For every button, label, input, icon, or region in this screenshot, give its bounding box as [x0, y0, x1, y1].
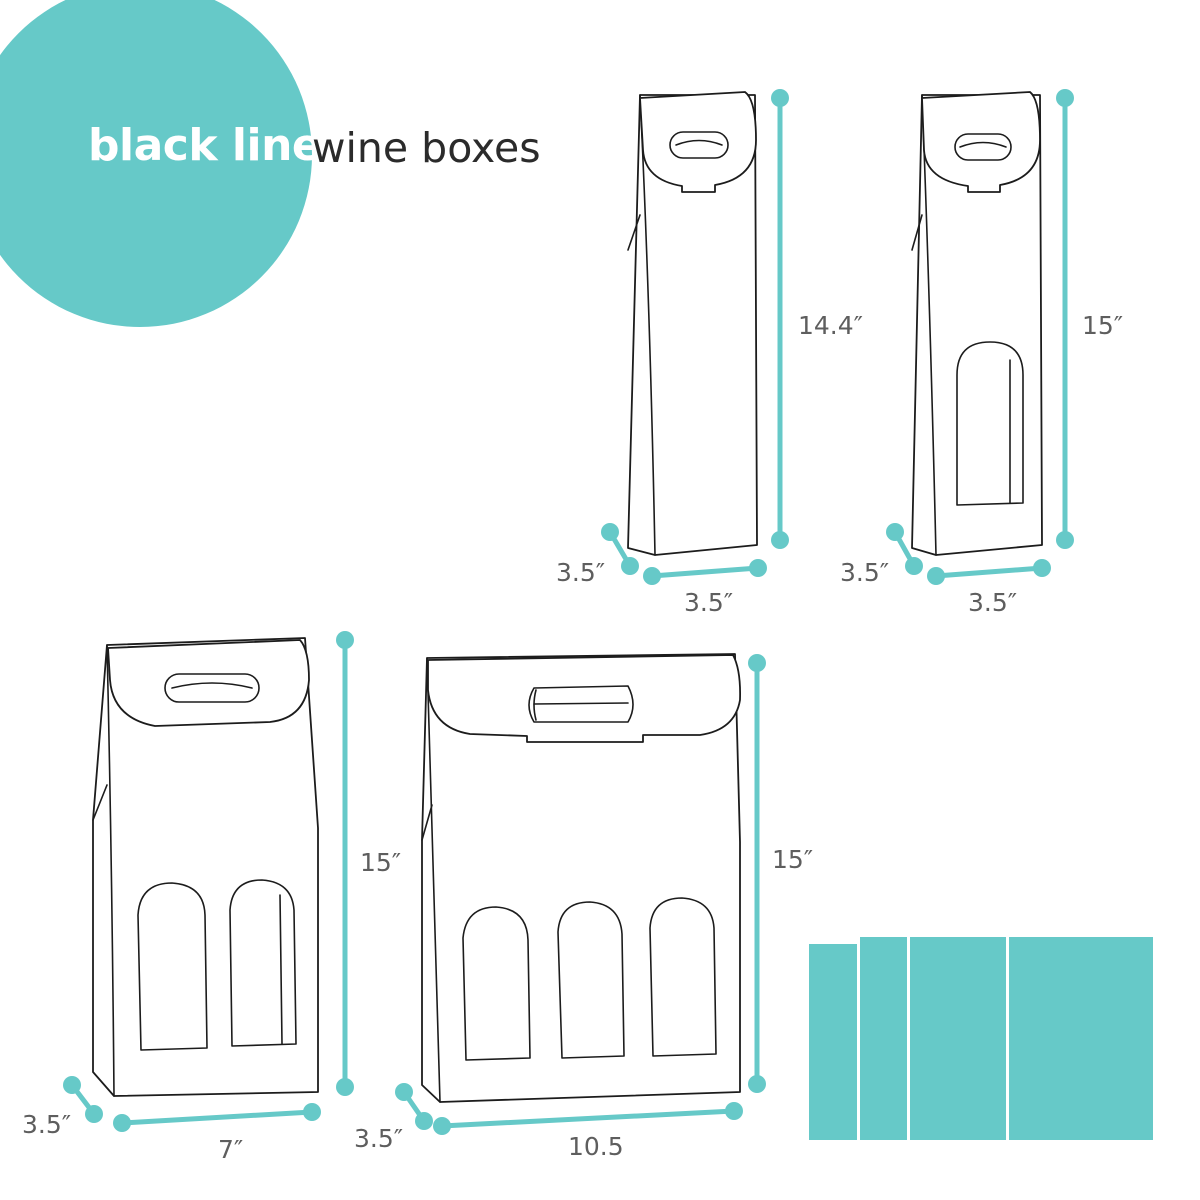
swatch-panel-3	[910, 937, 1006, 1140]
box4-depth-label: 3.5″	[354, 1124, 404, 1153]
box4-height-label: 15″	[772, 845, 814, 874]
accent-circle	[0, 0, 312, 327]
box4-width-label: 10.5	[568, 1132, 624, 1161]
box3-height-label: 15″	[360, 848, 402, 877]
box3-width-label: 7″	[218, 1135, 244, 1164]
swatch-panel-1	[809, 944, 857, 1140]
box2-height-label: 15″	[1082, 311, 1124, 340]
box3-depth-label: 3.5″	[22, 1110, 72, 1139]
box-single-window	[911, 91, 1043, 556]
color-swatch	[809, 937, 1153, 1140]
box-single-no-window	[627, 91, 758, 556]
title-rest: wine boxes	[312, 124, 541, 172]
swatch-panel-2	[860, 937, 907, 1140]
title-highlight: black linen	[88, 120, 353, 171]
swatch-panel-4	[1009, 937, 1153, 1140]
box1-height-label: 14.4″	[798, 311, 864, 340]
box2-depth-label: 3.5″	[840, 558, 890, 587]
box2-width-label: 3.5″	[968, 588, 1018, 617]
box-double-window	[92, 637, 319, 1097]
box-triple-window	[421, 653, 742, 1103]
box1-width-label: 3.5″	[684, 588, 734, 617]
box1-depth-label: 3.5″	[556, 558, 606, 587]
